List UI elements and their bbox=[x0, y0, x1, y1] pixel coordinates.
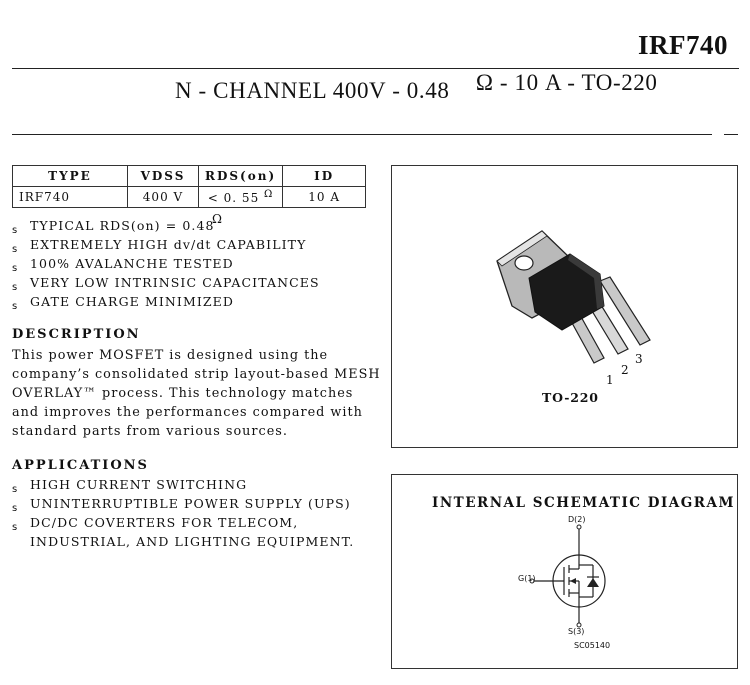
description-body: This power MOSFET is designed using the … bbox=[12, 346, 381, 441]
omega-symbol: Ω bbox=[212, 212, 224, 226]
description-line: OVERLAY™ process. This technology matche… bbox=[12, 386, 354, 401]
mosfet-schematic bbox=[529, 524, 606, 628]
col-vdss: VDSS bbox=[127, 165, 199, 187]
applications-heading: APPLICATIONS bbox=[12, 458, 149, 473]
spec-table: TYPE VDSS RDS(on) ID IRF740 400 V < 0. 5… bbox=[12, 165, 367, 208]
bullet-icon: s bbox=[12, 244, 19, 255]
feature-text: TYPICAL RDS(on) = 0.48 bbox=[30, 218, 215, 233]
spec-table-header-row: TYPE VDSS RDS(on) ID bbox=[12, 165, 367, 187]
to220-package-image bbox=[496, 230, 651, 364]
description-heading: DESCRIPTION bbox=[12, 327, 141, 342]
schematic-panel: INTERNAL SCHEMATIC DIAGRAM bbox=[391, 474, 738, 669]
bullet-icon: s bbox=[12, 301, 19, 312]
subtitle: N - CHANNEL 400V - 0.48 Ω - 10 A - TO-22… bbox=[175, 70, 658, 104]
drain-label: D(2) bbox=[568, 515, 586, 524]
col-type: TYPE bbox=[12, 165, 128, 187]
source-label: S(3) bbox=[568, 627, 585, 636]
application-text: HIGH CURRENT SWITCHING bbox=[30, 477, 248, 492]
pin-label-1: 1 bbox=[606, 373, 614, 387]
col-rds-on: RDS(on) bbox=[197, 165, 284, 187]
cell-id: 10 A bbox=[282, 186, 367, 208]
col-id: ID bbox=[282, 165, 367, 187]
bullet-icon: s bbox=[12, 263, 19, 274]
feature-text: 100% AVALANCHE TESTED bbox=[30, 256, 234, 271]
header-rule-bottom-tail bbox=[724, 134, 738, 135]
bullet-icon: s bbox=[12, 522, 19, 533]
pin-label-2: 2 bbox=[621, 363, 629, 377]
header-rule-top bbox=[12, 68, 739, 69]
subtitle-right: Ω - 10 A - TO-220 bbox=[475, 70, 658, 95]
application-text: DC/DC COVERTERS FOR TELECOM, bbox=[30, 515, 299, 530]
table-row: IRF740 400 V < 0. 55 Ω 10 A bbox=[12, 186, 367, 208]
rds-unit: Ω bbox=[264, 189, 274, 200]
description-line: company’s consolidated strip layout-base… bbox=[12, 367, 381, 382]
cell-rds-on: < 0. 55 Ω bbox=[197, 186, 284, 208]
part-number: IRF740 bbox=[638, 30, 728, 60]
feature-text: GATE CHARGE MINIMIZED bbox=[30, 294, 235, 309]
cell-vdss: 400 V bbox=[127, 186, 199, 208]
application-text: INDUSTRIAL, AND LIGHTING EQUIPMENT. bbox=[30, 534, 355, 549]
description-line: standard parts from various sources. bbox=[12, 424, 288, 439]
pin-label-3: 3 bbox=[635, 352, 643, 366]
description-line: and improves the performances compared w… bbox=[12, 405, 363, 420]
bullet-icon: s bbox=[12, 282, 19, 293]
application-text: UNINTERRUPTIBLE POWER SUPPLY (UPS) bbox=[30, 496, 351, 511]
subtitle-left: N - CHANNEL 400V - 0.48 bbox=[175, 78, 450, 103]
schematic-code: SC05140 bbox=[574, 641, 611, 650]
package-panel: 1 2 3 TO-220 bbox=[391, 165, 738, 448]
bullet-icon: s bbox=[12, 503, 19, 514]
cell-type: IRF740 bbox=[12, 186, 128, 208]
header-rule-bottom bbox=[12, 134, 712, 135]
package-label: TO-220 bbox=[542, 390, 599, 405]
rds-value: < 0. 55 bbox=[207, 191, 260, 205]
gate-label: G(1) bbox=[518, 574, 536, 583]
description-line: This power MOSFET is designed using the bbox=[12, 348, 329, 363]
feature-text: EXTREMELY HIGH dv/dt CAPABILITY bbox=[30, 237, 307, 252]
schematic-title: INTERNAL SCHEMATIC DIAGRAM bbox=[432, 495, 735, 511]
feature-text: VERY LOW INTRINSIC CAPACITANCES bbox=[30, 275, 320, 290]
bullet-icon: s bbox=[12, 225, 19, 236]
bullet-icon: s bbox=[12, 484, 19, 495]
